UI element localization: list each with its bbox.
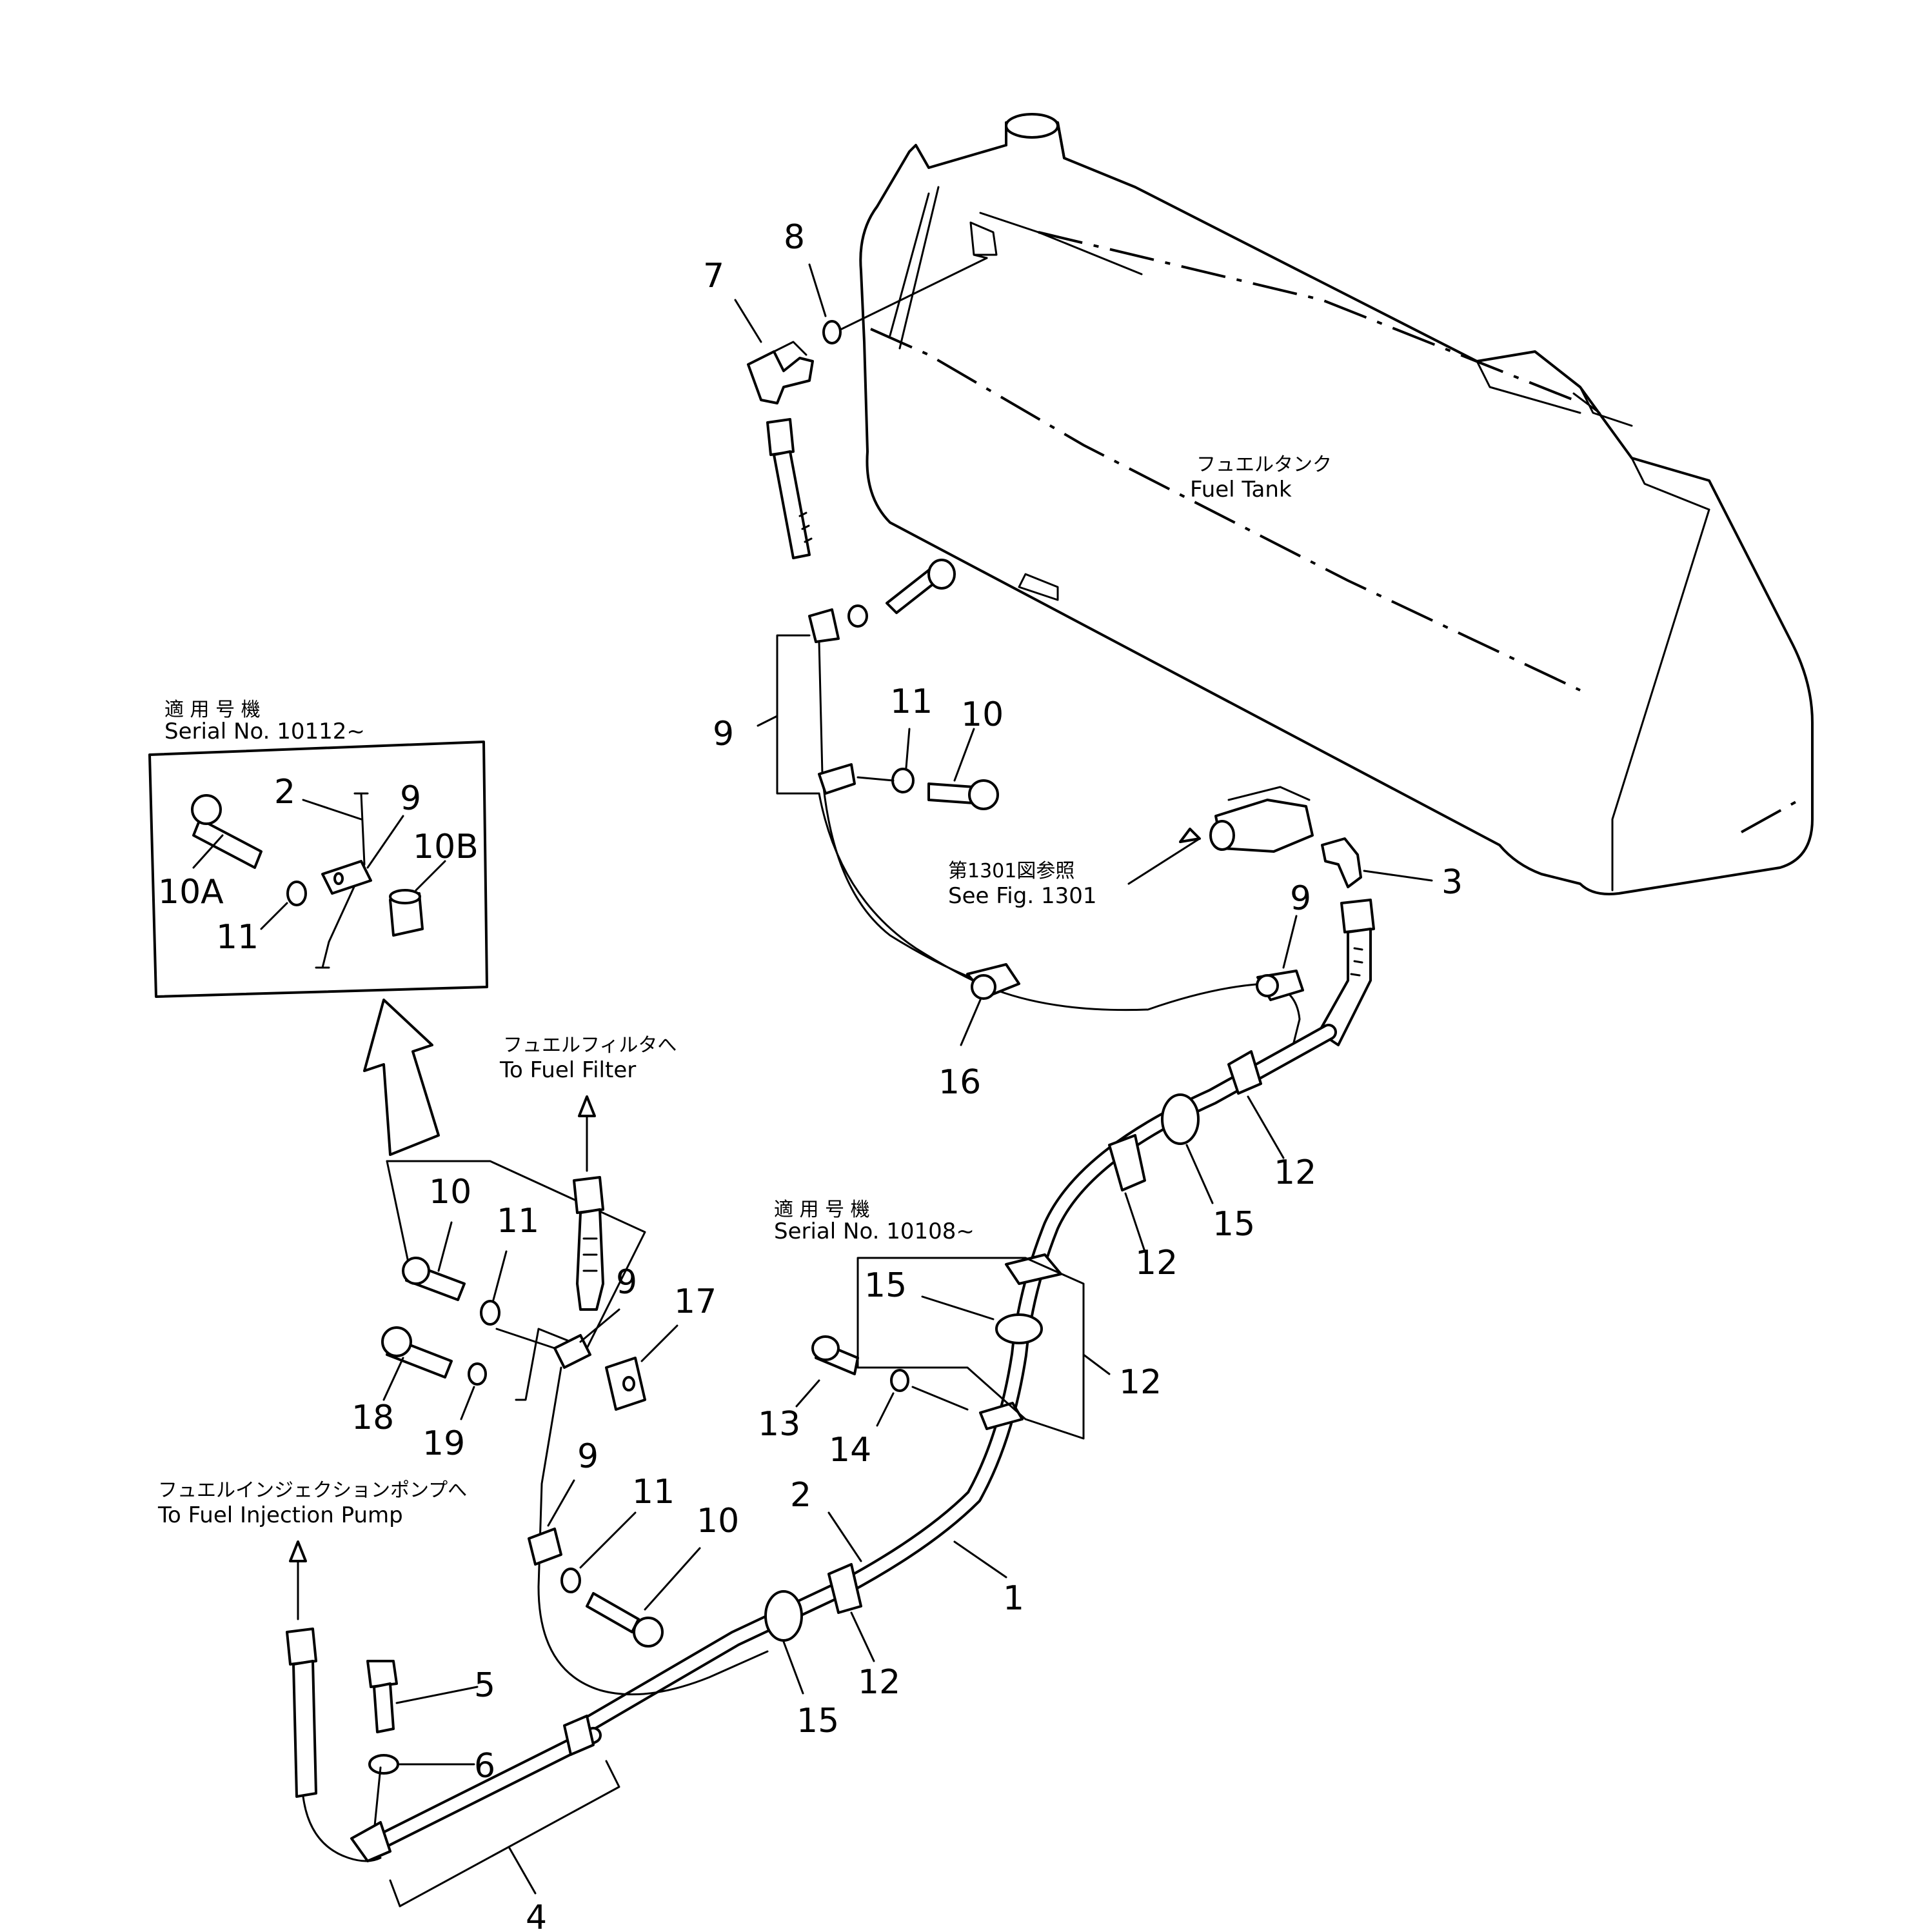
clamp-9-lower: [818, 763, 856, 795]
callout-11-filter: 11: [497, 1202, 539, 1240]
washer-6: [368, 1754, 399, 1775]
hose-filter: [573, 1176, 604, 1311]
bracket-9: [776, 634, 820, 795]
bolt-10a: [192, 818, 262, 869]
callout-7: 7: [703, 257, 724, 295]
filter-head-ref: [1209, 786, 1314, 853]
bolt-10-lower: [586, 1592, 640, 1633]
see-fig-label: See Fig. 1301: [948, 883, 1096, 909]
to-fuel-filter-label-jp: フュエルフィルタへ: [503, 1034, 677, 1057]
callout-8: 8: [784, 218, 805, 257]
clamp-12-lower: [827, 1563, 862, 1614]
callout-12-c: 12: [1119, 1363, 1162, 1402]
clamp-9-filter: [553, 1334, 591, 1369]
hose-injection-pump: [286, 1628, 317, 1798]
clamp-9-lower-left: [528, 1528, 562, 1566]
inset-serial-10112: 適 用 号 機 Serial No. 10112~ 10A 11 2 9 10B: [148, 699, 488, 998]
callout-11-lower: 11: [632, 1473, 675, 1511]
bracket-4: [399, 1760, 620, 1907]
leader-8: [840, 257, 988, 330]
bolt-5: [366, 1660, 398, 1688]
callout-11-tank: 11: [890, 682, 933, 721]
washer-11-filter: [480, 1300, 500, 1326]
callout-17: 17: [674, 1282, 717, 1321]
pipe-2-inset: [321, 792, 366, 969]
bolt-10-tank: [927, 782, 975, 804]
clamp-12-mid: [1108, 1134, 1146, 1191]
callout-18: 18: [352, 1399, 394, 1437]
inset-frame: [148, 741, 488, 998]
grommet-15-lower: [764, 1590, 803, 1642]
inset-pointer-arrow: [363, 999, 440, 1156]
callout-10-tank: 10: [961, 695, 1004, 734]
callout-10-lower: 10: [697, 1502, 739, 1540]
callout-12-b: 12: [1135, 1244, 1178, 1282]
see-fig-label-jp: 第1301図参照: [948, 860, 1074, 882]
serial-10108-label-jp: 適 用 号 機: [774, 1199, 870, 1221]
hose-upper: [766, 418, 813, 559]
callout-15-a: 15: [1213, 1205, 1255, 1244]
washer-upper: [847, 604, 868, 628]
callout-9-inset: 9: [400, 779, 421, 818]
pipe-filter-return: [537, 1366, 769, 1696]
serial-10112-label-jp: 適 用 号 機: [164, 699, 261, 721]
callout-4: 4: [526, 1898, 547, 1932]
to-injection-pump-label: To Fuel Injection Pump: [157, 1502, 403, 1528]
callout-10-filter: 10: [429, 1173, 471, 1211]
serial-10112-label: Serial No. 10112~: [164, 719, 365, 744]
fuel-tank: フュエルタンク Fuel Tank: [859, 113, 1814, 895]
fuel-pipe-main: [572, 1024, 1337, 1737]
callout-12-a: 12: [1274, 1153, 1316, 1192]
callout-10a: 10A: [158, 873, 224, 911]
callout-11-inset: 11: [216, 918, 259, 957]
fuel-tank-label: Fuel Tank: [1190, 477, 1292, 503]
callout-9-lower: 9: [577, 1437, 599, 1476]
washer-19: [468, 1362, 487, 1386]
callout-9-right: 9: [1290, 879, 1311, 918]
elbow-fitting-7: [747, 341, 814, 404]
o-ring-8: [822, 320, 842, 344]
clamp-12-upper: [1227, 1050, 1262, 1095]
hose-right: [1318, 899, 1375, 1046]
callout-9-filter: 9: [616, 1263, 637, 1302]
grommet-15-upper: [1161, 1093, 1200, 1145]
washer-11-lower: [560, 1568, 581, 1593]
fuel-tank-label-jp: フュエルタンク: [1196, 453, 1332, 476]
callout-15-b: 15: [864, 1266, 907, 1305]
to-fuel-filter-label: To Fuel Filter: [499, 1057, 636, 1083]
callout-16: 16: [938, 1063, 981, 1102]
callout-19: 19: [422, 1424, 465, 1463]
callout-5: 5: [474, 1666, 495, 1705]
to-injection-pump-label-jp: フュエルインジェクションポンプへ: [158, 1479, 467, 1502]
grommet-15-bracket: [995, 1313, 1043, 1344]
clamp-9-upper: [808, 608, 840, 643]
callout-13: 13: [758, 1405, 800, 1444]
elbow-fitting-3: [1321, 837, 1362, 888]
washer-11-tank: [891, 768, 915, 793]
callout-3: 3: [1441, 863, 1463, 902]
pipe-4: [350, 1715, 602, 1862]
callout-1: 1: [1003, 1579, 1024, 1618]
callout-2: 2: [790, 1476, 811, 1515]
washer-14: [890, 1369, 909, 1392]
callout-2-inset: 2: [274, 773, 295, 812]
callout-15-c: 15: [797, 1702, 839, 1740]
clamp-12-lower-bracket: [979, 1402, 1024, 1430]
bracket-serial-10108: [856, 1257, 1085, 1440]
clamp-9-inset: [321, 860, 372, 895]
serial-10108-label: Serial No. 10108~: [774, 1219, 975, 1244]
callout-10b: 10B: [413, 828, 479, 866]
callout-9-tank: 9: [713, 715, 734, 753]
callout-14: 14: [829, 1431, 871, 1469]
leader-see-fig: [1127, 837, 1201, 885]
washer-11-inset: [286, 881, 307, 906]
callout-12-d: 12: [858, 1663, 900, 1702]
